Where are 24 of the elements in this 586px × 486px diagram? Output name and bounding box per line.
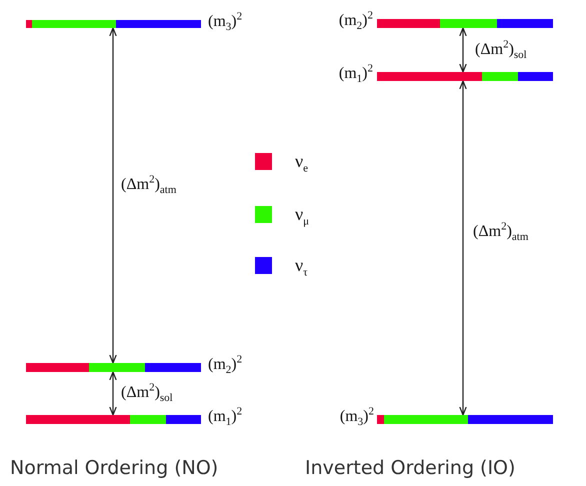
mass-label: (m$_{2}$)$^{2}$ [338,12,373,30]
level-bar [377,415,553,424]
edge-label: (Δm$^{2}$)$_{sol}$ [121,384,173,402]
edge-label: (Δm$^{2}$)$_{sol}$ [475,41,527,59]
level-bar [26,20,201,28]
legend-label: ν$_{e}$ [295,152,308,170]
double-arrow [109,371,117,416]
double-arrow [459,27,467,73]
edge-label: (Δm$^{2}$)$_{atm}$ [121,176,176,194]
edge-label: (Δm$^{2}$)$_{atm}$ [473,223,528,241]
mass-label: (m$_{3}$)$^{2}$ [340,408,374,426]
double-arrow [109,27,117,364]
mass-label: (m$_{1}$)$^{2}$ [208,408,242,426]
level-bar [377,19,553,28]
level-bar [26,415,201,424]
ordering-caption: Inverted Ordering (IO) [305,457,516,479]
mass-label: (m$_{1}$)$^{2}$ [338,65,373,83]
level-bar [26,363,201,372]
mass-label: (m$_{3}$)$^{2}$ [208,13,242,31]
level-bar [377,72,553,81]
mass-label: (m$_{2}$)$^{2}$ [208,356,242,374]
ordering-caption: Normal Ordering (NO) [10,457,218,479]
legend-label: ν$_{τ}$ [295,256,308,274]
double-arrow [459,80,467,416]
